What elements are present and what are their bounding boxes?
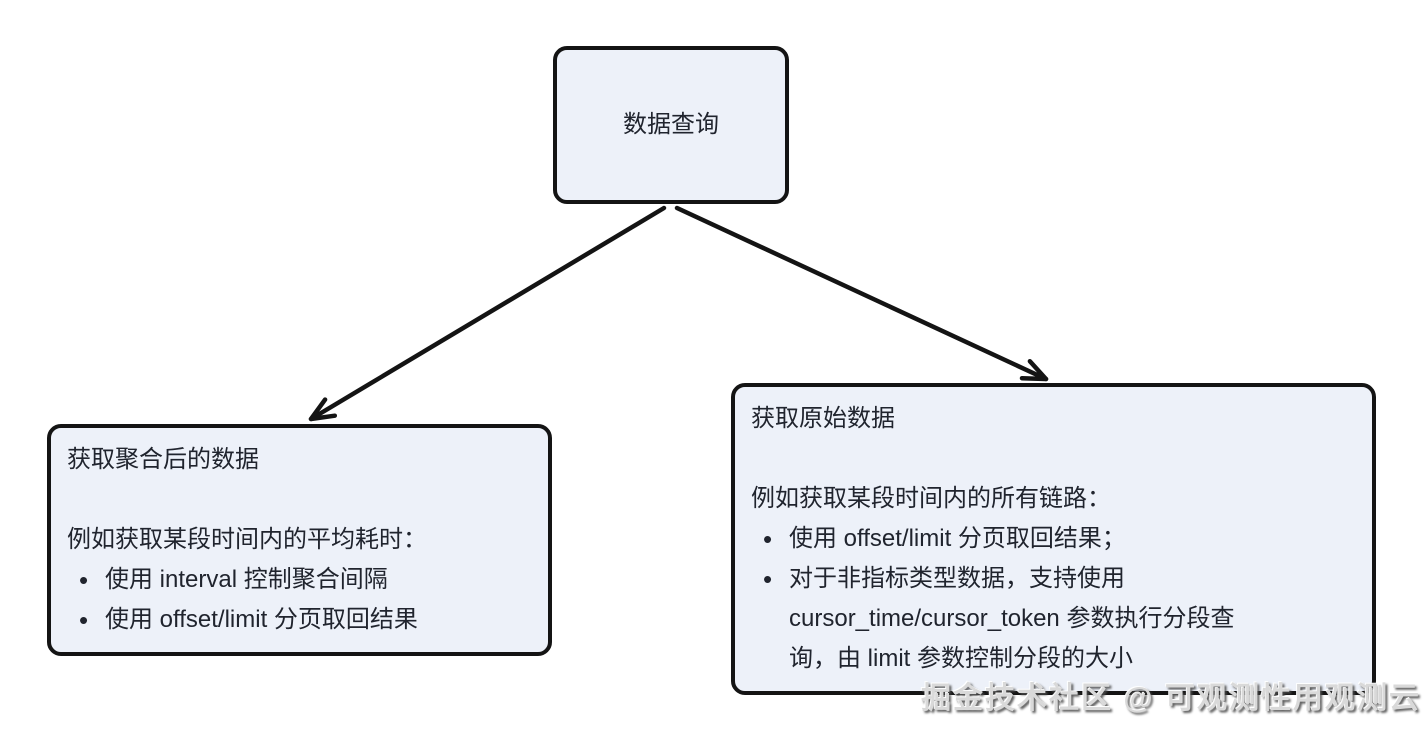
node-raw-title: 获取原始数据 [751, 405, 895, 432]
arrow-to-raw [674, 205, 1049, 382]
bullet-item: 使用 offset/limit 分页取回结果 [67, 600, 534, 640]
arrow-to-aggregated-line [308, 205, 667, 422]
node-data-query-label: 数据查询 [623, 111, 719, 138]
watermark: 掘金技术社区 @ 可观测性用观测云 [921, 682, 1421, 715]
node-aggregated-title: 获取聚合后的数据 [67, 446, 259, 473]
node-raw-intro: 例如获取某段时间内的所有链路： [751, 485, 1111, 512]
bullet-item: 使用 interval 控制聚合间隔 [67, 560, 534, 600]
node-raw-bullet-list: 使用 offset/limit 分页取回结果； 对于非指标类型数据，支持使用 c… [751, 519, 1358, 679]
arrow-to-raw-head-icon [1019, 358, 1049, 382]
node-data-query: 数据查询 [553, 46, 789, 204]
node-aggregated-bullet-list: 使用 interval 控制聚合间隔 使用 offset/limit 分页取回结… [67, 560, 534, 640]
node-aggregated-intro: 例如获取某段时间内的平均耗时： [67, 526, 427, 553]
arrow-to-raw-line [674, 205, 1049, 382]
node-raw-data: 获取原始数据 例如获取某段时间内的所有链路： 使用 offset/limit 分… [731, 383, 1376, 695]
arrow-to-aggregated [308, 205, 667, 422]
arrow-to-aggregated-head-icon [308, 397, 338, 422]
bullet-item: 对于非指标类型数据，支持使用 cursor_time/​cursor_token… [751, 559, 1256, 679]
bullet-item: 使用 offset/limit 分页取回结果； [751, 519, 1256, 559]
node-aggregated-data: 获取聚合后的数据 例如获取某段时间内的平均耗时： 使用 interval 控制聚… [47, 424, 552, 656]
